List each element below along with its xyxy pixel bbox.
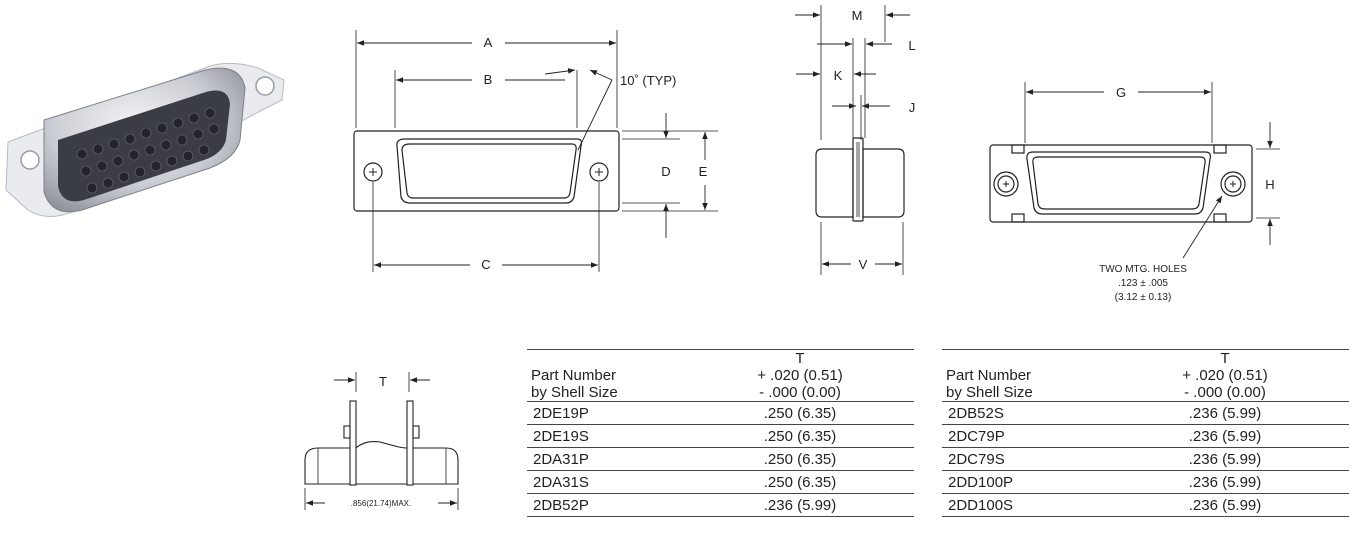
side-view: [795, 5, 910, 275]
t-cell: .250 (6.35): [686, 470, 914, 494]
t-cell: .250 (6.35): [686, 401, 914, 425]
section-flange-right: [406, 400, 414, 486]
dim-j-label: J: [909, 100, 916, 115]
front-flange: [353, 130, 620, 212]
part-cell: 2DC79S: [942, 447, 1101, 471]
section-flange-left: [349, 400, 357, 486]
mount-holes-line3: (3.12 ± 0.13): [1115, 292, 1172, 303]
t-cell: .250 (6.35): [686, 447, 914, 471]
rear-hole-left: [993, 171, 1019, 197]
part-cell: 2DD100P: [942, 470, 1101, 494]
side-body-left: [815, 148, 854, 218]
connector-pins: [76, 107, 220, 194]
section-body-left: [304, 447, 350, 485]
rear-view: [989, 82, 1280, 259]
rear-hole-right: [1220, 171, 1246, 197]
t-cell: .236 (5.99): [1101, 401, 1349, 425]
front-hole-left: [363, 162, 383, 182]
col-t-line3: - .000 (0.00): [759, 384, 841, 401]
dim-k-label: K: [834, 68, 843, 83]
mount-holes-line1: TWO MTG. HOLES: [1099, 264, 1187, 275]
dim-m-label: M: [852, 8, 863, 23]
dim-e-label: E: [699, 164, 708, 179]
dim-a-label: A: [484, 35, 493, 50]
dim-h-label: H: [1265, 177, 1274, 192]
connector-photo: [5, 62, 285, 217]
dim-v-label: V: [859, 257, 868, 272]
col-part-number-line1: Part Number: [531, 367, 617, 384]
part-cell: 2DD100S: [942, 493, 1101, 517]
t-cell: .236 (5.99): [686, 493, 914, 517]
side-view-labels: M L K J V: [834, 8, 916, 272]
table-row: 2DE19S .250 (6.35) 2DC79P .236 (5.99): [527, 424, 1349, 448]
col-t-line2: + .020 (0.51): [757, 367, 843, 384]
part-cell: 2DE19S: [527, 424, 686, 448]
section-view-labels: T .856(21.74)MAX.: [351, 374, 411, 508]
front-view: [353, 30, 718, 272]
col-t-line3-right: - .000 (0.00): [1184, 384, 1266, 401]
table-header-row: Part Number by Shell Size T + .020 (0.51…: [527, 349, 1349, 402]
rear-shell-inner: [1032, 156, 1206, 210]
front-view-labels: A B C D E 10˚ (TYP): [481, 35, 707, 272]
table-row: 2DB52P .236 (5.99) 2DD100S .236 (5.99): [527, 493, 1349, 517]
t-cell: .250 (6.35): [686, 424, 914, 448]
col-part-number-line1-right: Part Number: [946, 367, 1032, 384]
table-row: 2DA31P .250 (6.35) 2DC79S .236 (5.99): [527, 447, 1349, 471]
side-flange: [852, 137, 864, 222]
part-cell: 2DB52P: [527, 493, 686, 517]
t-cell: .236 (5.99): [1101, 447, 1349, 471]
table-row: 2DA31S .250 (6.35) 2DD100P .236 (5.99): [527, 470, 1349, 494]
front-shell-inner: [401, 143, 577, 199]
t-cell: .236 (5.99): [1101, 424, 1349, 448]
front-shell-outer: [396, 138, 583, 204]
part-number-table: Part Number by Shell Size T + .020 (0.51…: [527, 349, 1349, 517]
angle-note: 10˚ (TYP): [620, 73, 676, 88]
col-t-line2-right: + .020 (0.51): [1182, 367, 1268, 384]
section-view: [304, 372, 459, 510]
col-t-line1: T: [795, 350, 805, 367]
col-t-line1-right: T: [1220, 350, 1230, 367]
table-row: 2DE19P .250 (6.35) 2DB52S .236 (5.99): [527, 401, 1349, 425]
rear-view-labels: G H: [1116, 85, 1275, 192]
rear-flange: [989, 144, 1253, 223]
part-cell: 2DA31S: [527, 470, 686, 494]
mount-holes-line2: .123 ± .005: [1118, 278, 1168, 289]
max-length-label: .856(21.74)MAX.: [351, 499, 411, 508]
dim-l-label: L: [908, 38, 915, 53]
part-cell: 2DA31P: [527, 447, 686, 471]
section-body-right: [413, 447, 459, 485]
t-cell: .236 (5.99): [1101, 493, 1349, 517]
rear-shell-outer: [1026, 151, 1212, 215]
dim-d-label: D: [661, 164, 670, 179]
col-part-number-line2-right: by Shell Size: [946, 384, 1033, 401]
front-hole-right: [589, 162, 609, 182]
dim-b-label: B: [484, 72, 493, 87]
part-cell: 2DC79P: [942, 424, 1101, 448]
part-cell: 2DB52S: [942, 401, 1101, 425]
dim-c-label: C: [481, 257, 490, 272]
dim-t-label: T: [379, 374, 387, 389]
part-cell: 2DE19P: [527, 401, 686, 425]
mounting-holes-note: TWO MTG. HOLES .123 ± .005 (3.12 ± 0.13): [1099, 264, 1187, 303]
col-part-number-line2: by Shell Size: [531, 384, 618, 401]
t-cell: .236 (5.99): [1101, 470, 1349, 494]
side-body-right: [862, 148, 905, 218]
dim-g-label: G: [1116, 85, 1126, 100]
